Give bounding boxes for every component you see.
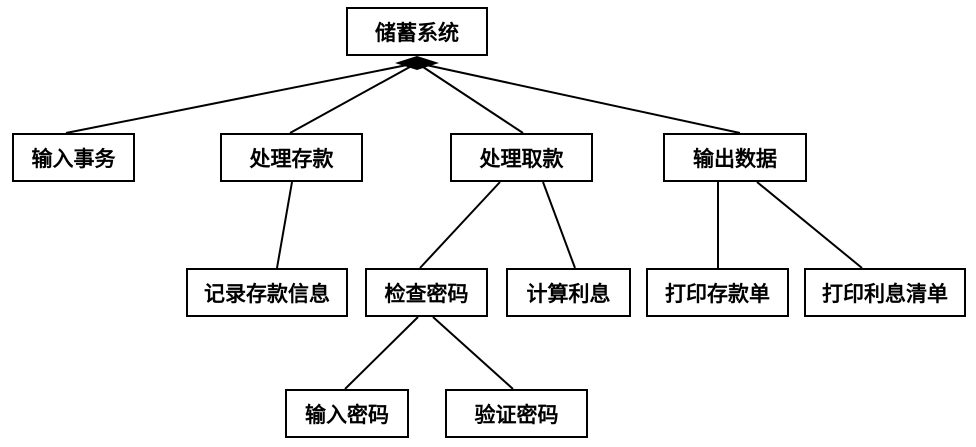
edge-root-deposit bbox=[289, 62, 418, 134]
edge-check-input-pw bbox=[344, 316, 419, 390]
edge-root-withdraw bbox=[416, 62, 524, 134]
node-input-password: 输入密码 bbox=[285, 389, 409, 438]
node-print-interest-list: 打印利息清单 bbox=[804, 268, 966, 317]
edge-check-verify-pw bbox=[432, 316, 514, 390]
edge-deposit-record bbox=[276, 181, 293, 269]
node-verify-password: 验证密码 bbox=[445, 389, 588, 438]
edge-root-output bbox=[416, 62, 741, 134]
node-check-password: 检查密码 bbox=[365, 268, 488, 317]
node-print-deposit-slip: 打印存款单 bbox=[646, 268, 789, 317]
node-input-transaction: 输入事务 bbox=[12, 133, 135, 182]
node-process-deposit: 处理存款 bbox=[220, 133, 363, 182]
node-record-deposit-info: 记录存款信息 bbox=[186, 268, 348, 317]
edge-root-input bbox=[65, 62, 418, 134]
node-output-data: 输出数据 bbox=[663, 133, 807, 182]
edge-output-print-interest bbox=[756, 181, 863, 269]
node-calculate-interest: 计算利息 bbox=[506, 268, 631, 317]
node-process-withdraw: 处理取款 bbox=[450, 133, 593, 182]
edge-withdraw-check bbox=[419, 181, 501, 269]
edge-withdraw-interest bbox=[542, 181, 576, 269]
selection-diamond bbox=[395, 56, 439, 70]
node-savings-system: 储蓄系统 bbox=[346, 7, 488, 56]
